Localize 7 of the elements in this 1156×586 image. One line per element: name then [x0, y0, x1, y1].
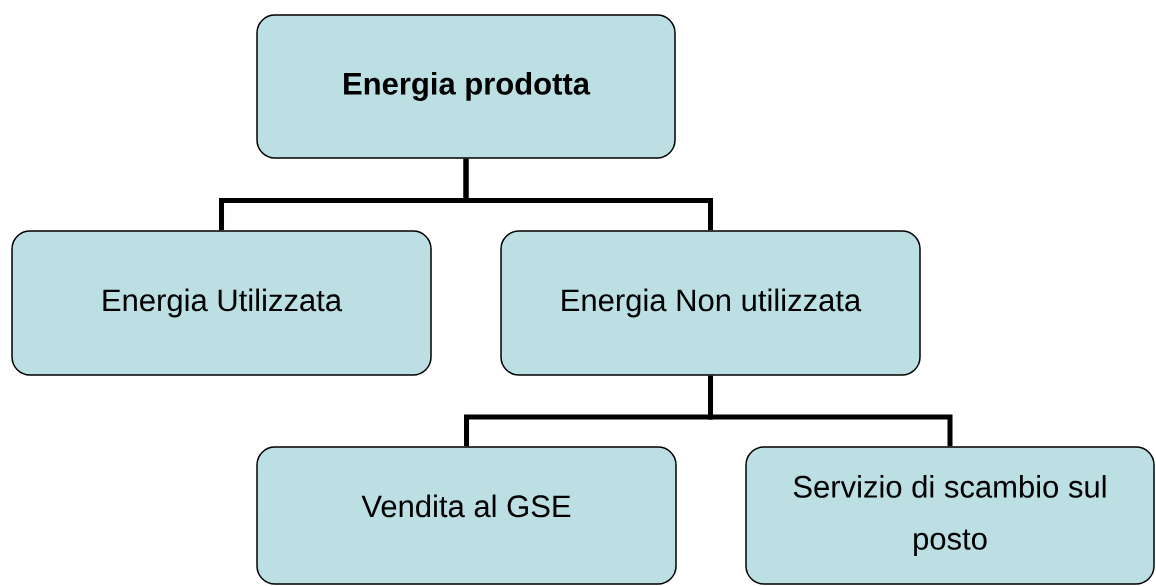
connector-line	[708, 375, 953, 447]
process-box: Energia Utilizzata	[11, 230, 432, 376]
process-box: Energia prodotta	[256, 14, 676, 159]
process-box: Energia Non utilizzata	[500, 230, 921, 376]
process-box: Vendita al GSE	[256, 446, 677, 585]
process-box: Servizio di scambio sul posto	[745, 446, 1155, 585]
connector-line	[463, 158, 713, 231]
